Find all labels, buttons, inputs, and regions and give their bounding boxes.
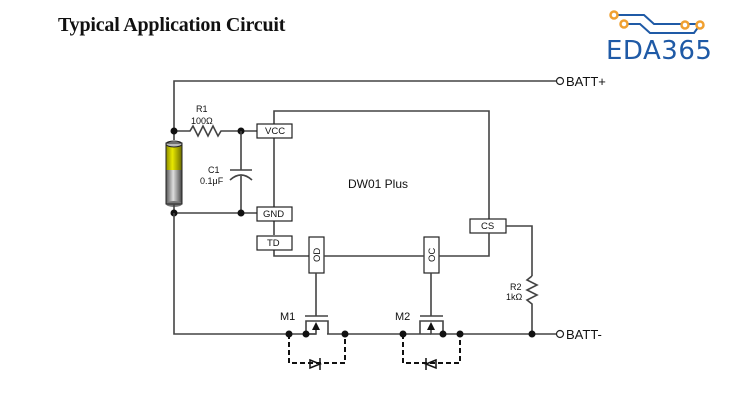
r1-value: 100Ω — [191, 116, 213, 126]
r2-ref: R2 — [510, 282, 522, 292]
svg-text:OC: OC — [427, 248, 438, 262]
chip-name: DW01 Plus — [348, 177, 408, 191]
circuit-trace-icon — [609, 10, 705, 34]
pin-vcc — [256, 123, 293, 139]
page-title: Typical Application Circuit — [58, 14, 286, 36]
pin-gnd — [256, 206, 293, 222]
batt-plus-terminal[interactable] — [555, 76, 565, 86]
pin-td — [256, 235, 293, 251]
svg-text:CS: CS — [481, 221, 494, 232]
chip-outline — [273, 110, 490, 257]
m1-mosfet — [285, 273, 349, 370]
c1-ref: C1 — [208, 165, 220, 175]
r1-ref: R1 — [196, 104, 208, 114]
r1-resistor — [174, 124, 258, 138]
svg-text:OD: OD — [312, 248, 323, 262]
c1-value: 0.1μF — [200, 176, 224, 186]
batt-minus-wire — [173, 213, 316, 335]
batt-minus-label: BATT- — [566, 327, 602, 342]
battery-icon — [165, 140, 183, 207]
c1-capacitor — [229, 169, 253, 181]
m2-mosfet — [399, 273, 464, 370]
r2-value: 1kΩ — [506, 292, 523, 302]
m2-ref: M2 — [395, 311, 410, 323]
batt-plus-label: BATT+ — [566, 74, 606, 89]
m1-ref: M1 — [280, 311, 295, 323]
svg-text:GND: GND — [263, 209, 284, 220]
logo-text: EDA365 — [606, 36, 713, 66]
batt-minus-terminal[interactable] — [555, 329, 565, 339]
batt-plus-wire — [173, 80, 556, 140]
svg-text:TD: TD — [267, 238, 280, 249]
r2-resistor — [525, 275, 539, 334]
svg-text:VCC: VCC — [265, 126, 285, 137]
